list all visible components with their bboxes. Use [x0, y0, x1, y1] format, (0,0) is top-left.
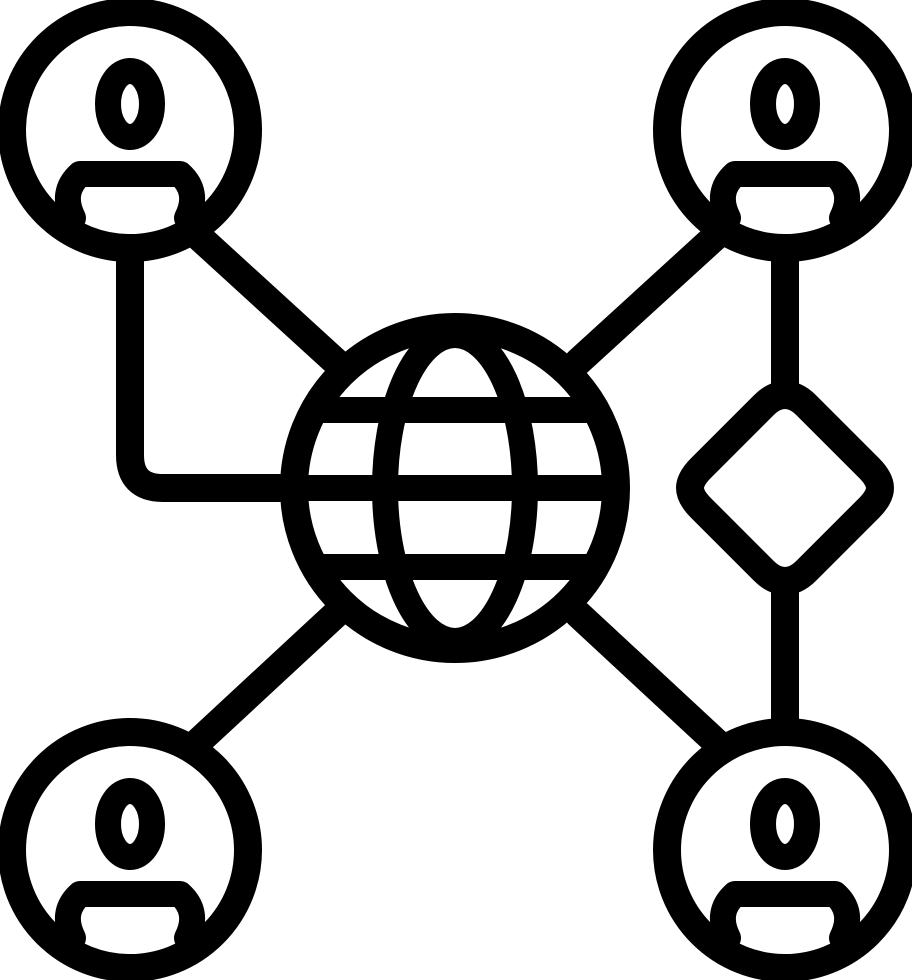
- person-icon: [653, 718, 912, 980]
- connector-bottom-left: [184, 600, 350, 756]
- person-icon: [0, 718, 262, 980]
- connector-bottom-right: [564, 600, 730, 756]
- globe-icon: [280, 313, 630, 663]
- diamond-icon: [676, 381, 894, 595]
- connector-lines: [116, 222, 799, 756]
- connector-elbow-left: [116, 244, 306, 502]
- person-icon: [653, 0, 912, 262]
- connector-top-right: [564, 222, 730, 376]
- person-icon: [0, 0, 262, 262]
- connector-top-left: [184, 222, 350, 376]
